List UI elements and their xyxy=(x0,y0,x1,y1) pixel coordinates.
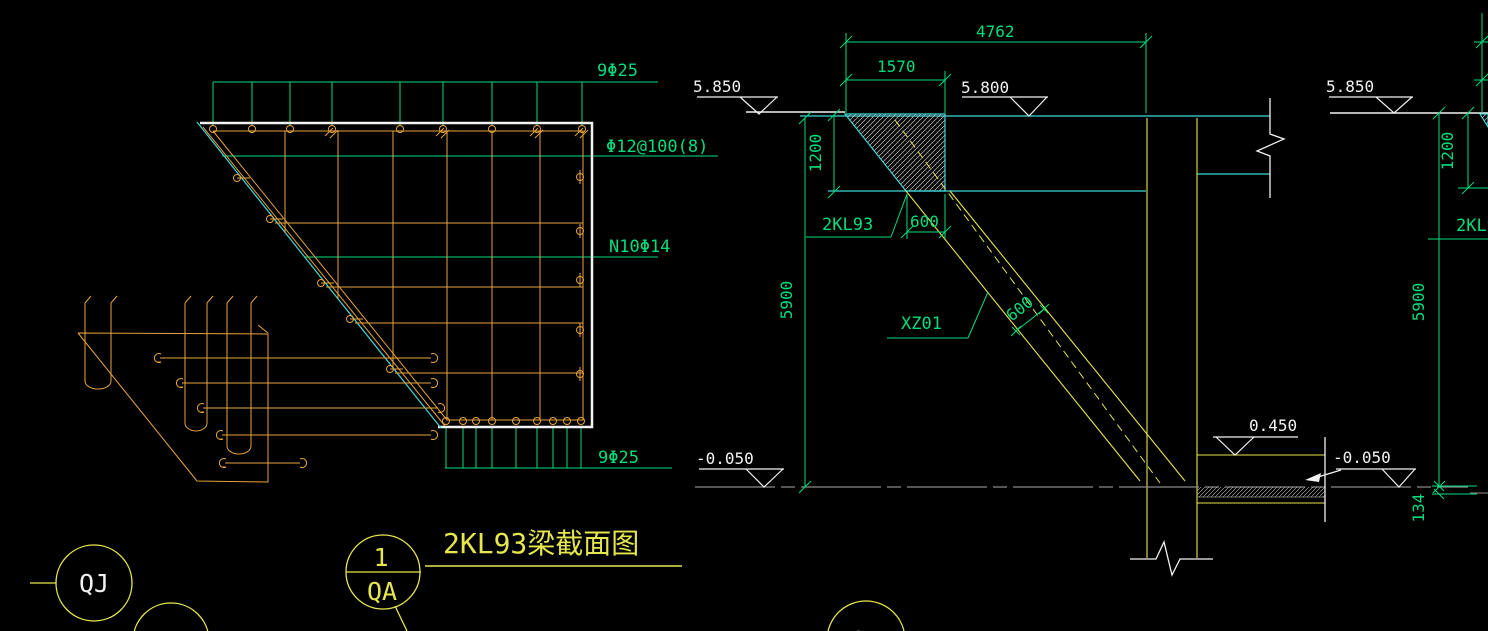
right-haunch-sliver xyxy=(1479,113,1488,129)
qa-bubble xyxy=(133,602,209,631)
stirrups-label: Φ12@100(8) xyxy=(606,137,708,157)
top-bars-fan xyxy=(212,81,658,125)
drawing-title-block: 2KL93梁截面图 1 QA xyxy=(345,527,682,631)
level-slab xyxy=(1213,436,1298,456)
brace-edge-left xyxy=(905,190,1141,482)
level-ground-right xyxy=(1336,468,1416,488)
section-hypotenuse-cyan xyxy=(196,121,442,429)
rebar-detail xyxy=(77,295,445,483)
right-dim-haunch-depth: 1200 xyxy=(1438,132,1457,171)
level-ground-right-value: -0.050 xyxy=(1333,448,1391,467)
qj-bubble xyxy=(55,544,133,622)
slab-hatched-strip xyxy=(1197,487,1325,497)
level-markers xyxy=(697,96,1416,488)
stirrup-cage xyxy=(212,130,584,421)
dim-total: 4762 xyxy=(976,22,1015,41)
qh-bubble-label: QH xyxy=(851,626,881,631)
right-dimensions xyxy=(1428,13,1488,500)
level-top-mid-value: 5.800 xyxy=(961,78,1009,97)
top-bars-label: 9Φ25 xyxy=(597,61,638,81)
elevation-dimensions xyxy=(798,33,1153,494)
dim-haunch-width: 1570 xyxy=(877,57,916,76)
right-beam-label: 2KL9 xyxy=(1456,216,1488,236)
dim-haunch-bottom: 600 xyxy=(910,212,939,231)
elevation-structure xyxy=(695,98,1468,577)
level-top-left-value: 5.850 xyxy=(693,77,741,96)
reference-bubbles: QJ QA QH xyxy=(30,544,905,631)
brace-edge-right xyxy=(949,190,1186,482)
qj-bubble-label: QJ xyxy=(79,569,109,598)
right-dim-slab: 134 xyxy=(1409,494,1428,523)
brace-centerline xyxy=(894,119,1161,484)
level-ground-left-value: -0.050 xyxy=(696,449,754,468)
qa-bubble-label: QA xyxy=(156,627,186,631)
right-elevation: 5900 1200 134 2KL9 xyxy=(1330,13,1488,522)
bottom-bars-fan xyxy=(445,428,672,469)
beam-break-symbol xyxy=(1255,98,1286,198)
label-leader-lines xyxy=(222,155,718,258)
column-break-symbol xyxy=(1130,540,1213,577)
detail-bubble-sheet: QA xyxy=(367,577,397,606)
slab-leader-arrow xyxy=(1305,469,1342,482)
dim-haunch-depth: 1200 xyxy=(806,134,825,173)
level-top-mid xyxy=(962,96,1048,117)
level-ground-left xyxy=(699,468,784,488)
right-dim-height: 5900 xyxy=(1409,283,1428,322)
rebar-hook-ticks xyxy=(237,127,589,381)
drawing-title: 2KL93梁截面图 xyxy=(443,527,639,560)
dim-brace-width: 600 xyxy=(1002,292,1036,325)
section-border xyxy=(200,121,594,429)
qh-bubble xyxy=(827,600,905,631)
dim-height: 5900 xyxy=(777,281,796,320)
beam-label: 2KL93 xyxy=(822,215,873,235)
rebar-circles xyxy=(209,125,586,425)
level-top-right-value: 5.850 xyxy=(1326,77,1374,96)
haunch-hatched xyxy=(843,113,946,192)
level-top-right xyxy=(1329,96,1413,114)
detail-bubble-leader xyxy=(394,605,408,631)
level-top-left xyxy=(697,96,778,115)
bottom-bars-label: 9Φ25 xyxy=(598,448,639,468)
section-hypotenuse-orange xyxy=(202,126,446,427)
side-bars-label: N10Φ14 xyxy=(609,237,670,257)
level-texts: 5.850 5.800 -0.050 0.450 -0.050 5.850 xyxy=(693,77,1391,468)
elevation-dim-texts: 4762 1570 1200 5900 600 600 2KL93 XZ01 xyxy=(777,22,1037,334)
level-slab-value: 0.450 xyxy=(1249,416,1297,435)
brace-label: XZ01 xyxy=(901,314,942,334)
beam-section-view: 9Φ25 Φ12@100(8) N10Φ14 9Φ25 xyxy=(196,61,718,469)
detail-bubble-number: 1 xyxy=(373,543,388,572)
